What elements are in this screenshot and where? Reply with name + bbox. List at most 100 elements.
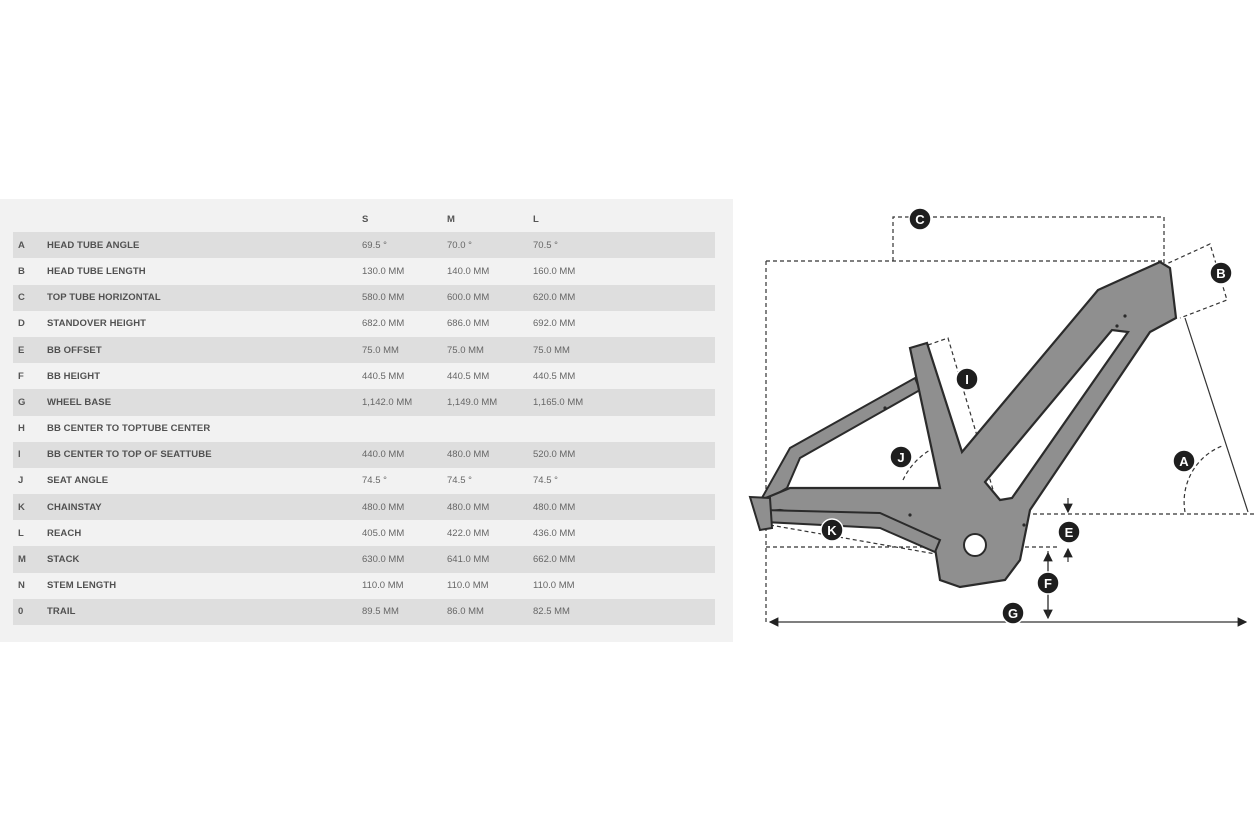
row-value-s: 89.5 MM bbox=[362, 606, 399, 618]
table-row: B HEAD TUBE LENGTH 130.0 MM 140.0 MM 160.0 M… bbox=[13, 258, 715, 285]
frame-bolt bbox=[1022, 523, 1026, 527]
row-value-l: 662.0 MM bbox=[533, 554, 576, 566]
header-size-m: M bbox=[447, 213, 455, 225]
row-value-l: 692.0 MM bbox=[533, 318, 576, 330]
frame-bolt bbox=[908, 513, 912, 517]
row-value-m: 70.0 ° bbox=[447, 239, 472, 251]
row-letter: L bbox=[18, 527, 24, 539]
marker-i-label: I bbox=[965, 372, 969, 387]
bottom-bracket bbox=[963, 533, 987, 557]
row-value-m bbox=[447, 416, 533, 442]
row-label: STACK bbox=[47, 554, 80, 566]
row-letter: F bbox=[18, 370, 24, 382]
row-label: HEAD TUBE LENGTH bbox=[47, 265, 146, 277]
row-value-l: 436.0 MM bbox=[533, 527, 576, 539]
row-value-l: 1,165.0 MM bbox=[533, 396, 584, 408]
marker-f: F bbox=[1036, 571, 1060, 595]
marker-e-label: E bbox=[1065, 525, 1074, 540]
table-row: H BB CENTER TO TOPTUBE CENTER bbox=[13, 415, 715, 442]
marker-c: C bbox=[908, 207, 932, 231]
row-value-m: 686.0 MM bbox=[447, 318, 490, 330]
row-label: STEM LENGTH bbox=[47, 580, 117, 592]
row-value-s: 440.5 MM bbox=[362, 370, 405, 382]
row-value-l: 160.0 MM bbox=[533, 265, 576, 277]
row-letter: D bbox=[18, 318, 25, 330]
row-label: TRAIL bbox=[47, 606, 76, 618]
marker-i: I bbox=[955, 367, 979, 391]
row-label: TOP TUBE HORIZONTAL bbox=[47, 292, 161, 304]
row-value-s: 440.0 MM bbox=[362, 449, 405, 461]
rear-dropout bbox=[748, 495, 774, 532]
row-label: BB CENTER TO TOPTUBE CENTER bbox=[47, 423, 211, 435]
geometry-panel bbox=[0, 199, 733, 642]
row-value-s: 682.0 MM bbox=[362, 318, 405, 330]
marker-j-label: J bbox=[897, 450, 904, 465]
row-value-l: 440.5 MM bbox=[533, 370, 576, 382]
row-value-s: 75.0 MM bbox=[362, 344, 399, 356]
row-value-m: 110.0 MM bbox=[447, 580, 489, 592]
frame-bolt bbox=[883, 406, 887, 410]
row-value-l: 620.0 MM bbox=[533, 292, 576, 304]
row-letter: K bbox=[18, 501, 25, 513]
marker-j: J bbox=[889, 445, 913, 469]
table-header-row: S M L bbox=[13, 206, 715, 232]
table-row: 0 TRAIL 89.5 MM 86.0 MM 82.5 MM bbox=[13, 598, 715, 625]
row-value-s: 480.0 MM bbox=[362, 501, 405, 513]
table-row: I BB CENTER TO TOP OF SEATTUBE 440.0 MM 480… bbox=[13, 441, 715, 468]
row-letter: A bbox=[18, 239, 25, 251]
row-value-m: 75.0 MM bbox=[447, 344, 484, 356]
row-letter: I bbox=[18, 449, 21, 461]
frame-geometry-diagram: C B I J A K E F bbox=[748, 207, 1255, 627]
marker-k-label: K bbox=[827, 523, 837, 538]
row-label: BB OFFSET bbox=[47, 344, 102, 356]
row-label: SEAT ANGLE bbox=[47, 475, 109, 487]
row-label: WHEEL BASE bbox=[47, 396, 112, 408]
row-value-m: 74.5 ° bbox=[447, 475, 472, 487]
frame-bolt bbox=[1123, 314, 1127, 318]
row-value-s: 130.0 MM bbox=[362, 265, 405, 277]
row-value-m: 422.0 MM bbox=[447, 527, 490, 539]
row-value-m: 641.0 MM bbox=[447, 554, 490, 566]
row-value-l bbox=[533, 416, 715, 442]
row-label: CHAINSTAY bbox=[47, 501, 102, 513]
row-value-m: 86.0 MM bbox=[447, 606, 484, 618]
row-letter: E bbox=[18, 344, 25, 356]
row-label: BB CENTER TO TOP OF SEATTUBE bbox=[47, 449, 212, 461]
row-value-l: 75.0 MM bbox=[533, 344, 570, 356]
frame-bolt bbox=[1115, 324, 1119, 328]
row-value-m: 140.0 MM bbox=[447, 265, 490, 277]
row-value-l: 82.5 MM bbox=[533, 606, 570, 618]
row-letter: 0 bbox=[18, 606, 24, 618]
marker-g: G bbox=[1001, 601, 1025, 625]
header-size-l: L bbox=[533, 213, 539, 225]
row-letter: J bbox=[18, 475, 24, 487]
row-letter: H bbox=[18, 423, 25, 435]
marker-g-label: G bbox=[1008, 606, 1018, 621]
row-letter: G bbox=[18, 396, 26, 408]
row-value-s: 580.0 MM bbox=[362, 292, 405, 304]
marker-e: E bbox=[1057, 520, 1081, 544]
row-value-s: 405.0 MM bbox=[362, 527, 405, 539]
marker-f-label: F bbox=[1044, 576, 1052, 591]
seat-stay bbox=[755, 376, 922, 508]
row-value-s bbox=[362, 416, 447, 442]
marker-b: B bbox=[1209, 261, 1233, 285]
marker-k: K bbox=[820, 518, 844, 542]
row-value-s: 1,142.0 MM bbox=[362, 396, 413, 408]
marker-b-label: B bbox=[1216, 266, 1225, 281]
row-label: HEAD TUBE ANGLE bbox=[47, 239, 140, 251]
row-value-m: 480.0 MM bbox=[447, 449, 490, 461]
row-value-m: 440.5 MM bbox=[447, 370, 490, 382]
row-letter: B bbox=[18, 265, 25, 277]
